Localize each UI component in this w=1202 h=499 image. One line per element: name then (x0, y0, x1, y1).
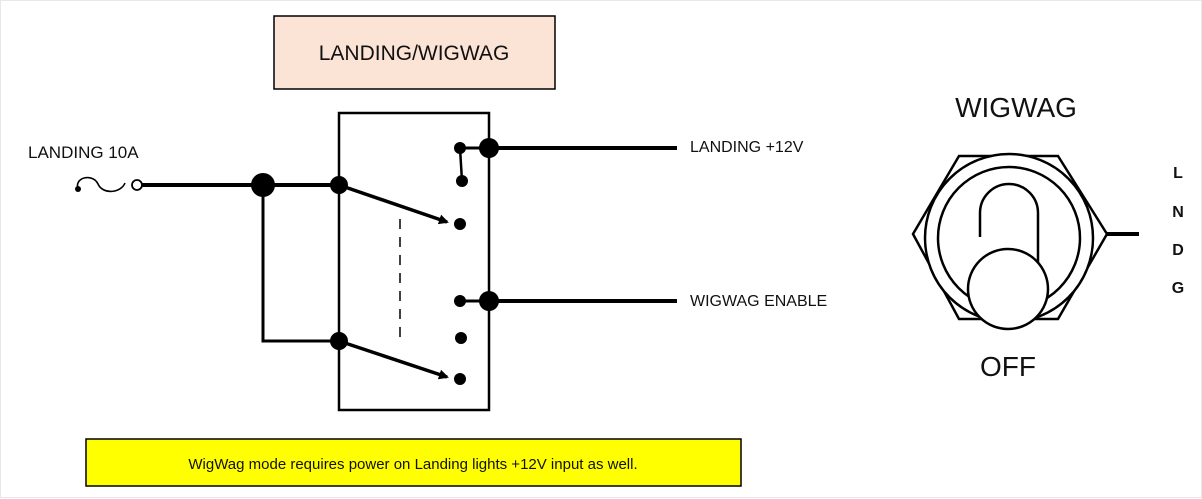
side-letter: N (1172, 204, 1184, 221)
switch-bottom-label: OFF (980, 351, 1036, 382)
toggle-switch-icon: WIGWAG OFF (911, 92, 1139, 382)
landing-output-label: LANDING +12V (690, 139, 804, 156)
note-text: WigWag mode requires power on Landing li… (188, 456, 637, 473)
title-box: LANDING/WIGWAG (273, 15, 556, 90)
fuse-icon (75, 176, 143, 193)
title-label: LANDING/WIGWAG (319, 42, 510, 65)
side-letter: L (1173, 165, 1183, 182)
lower-contact-2 (455, 332, 467, 344)
side-letter: G (1172, 280, 1184, 297)
side-letter: D (1172, 242, 1184, 259)
switch-body (337, 111, 491, 412)
upper-jumper (458, 147, 464, 182)
toggle-knob (966, 247, 1050, 331)
lower-pole-arm (338, 339, 449, 380)
switch-top-label: WIGWAG (955, 92, 1077, 123)
upper-contact-3 (454, 218, 466, 230)
branch-wire (261, 185, 339, 343)
side-letters: L N D G (1172, 165, 1184, 297)
upper-pole-arm (338, 183, 449, 225)
wigwag-output-label: WIGWAG ENABLE (690, 293, 827, 310)
input-label: LANDING 10A (28, 143, 139, 162)
lower-contact-3 (454, 373, 466, 385)
note-box: WigWag mode requires power on Landing li… (85, 438, 742, 487)
